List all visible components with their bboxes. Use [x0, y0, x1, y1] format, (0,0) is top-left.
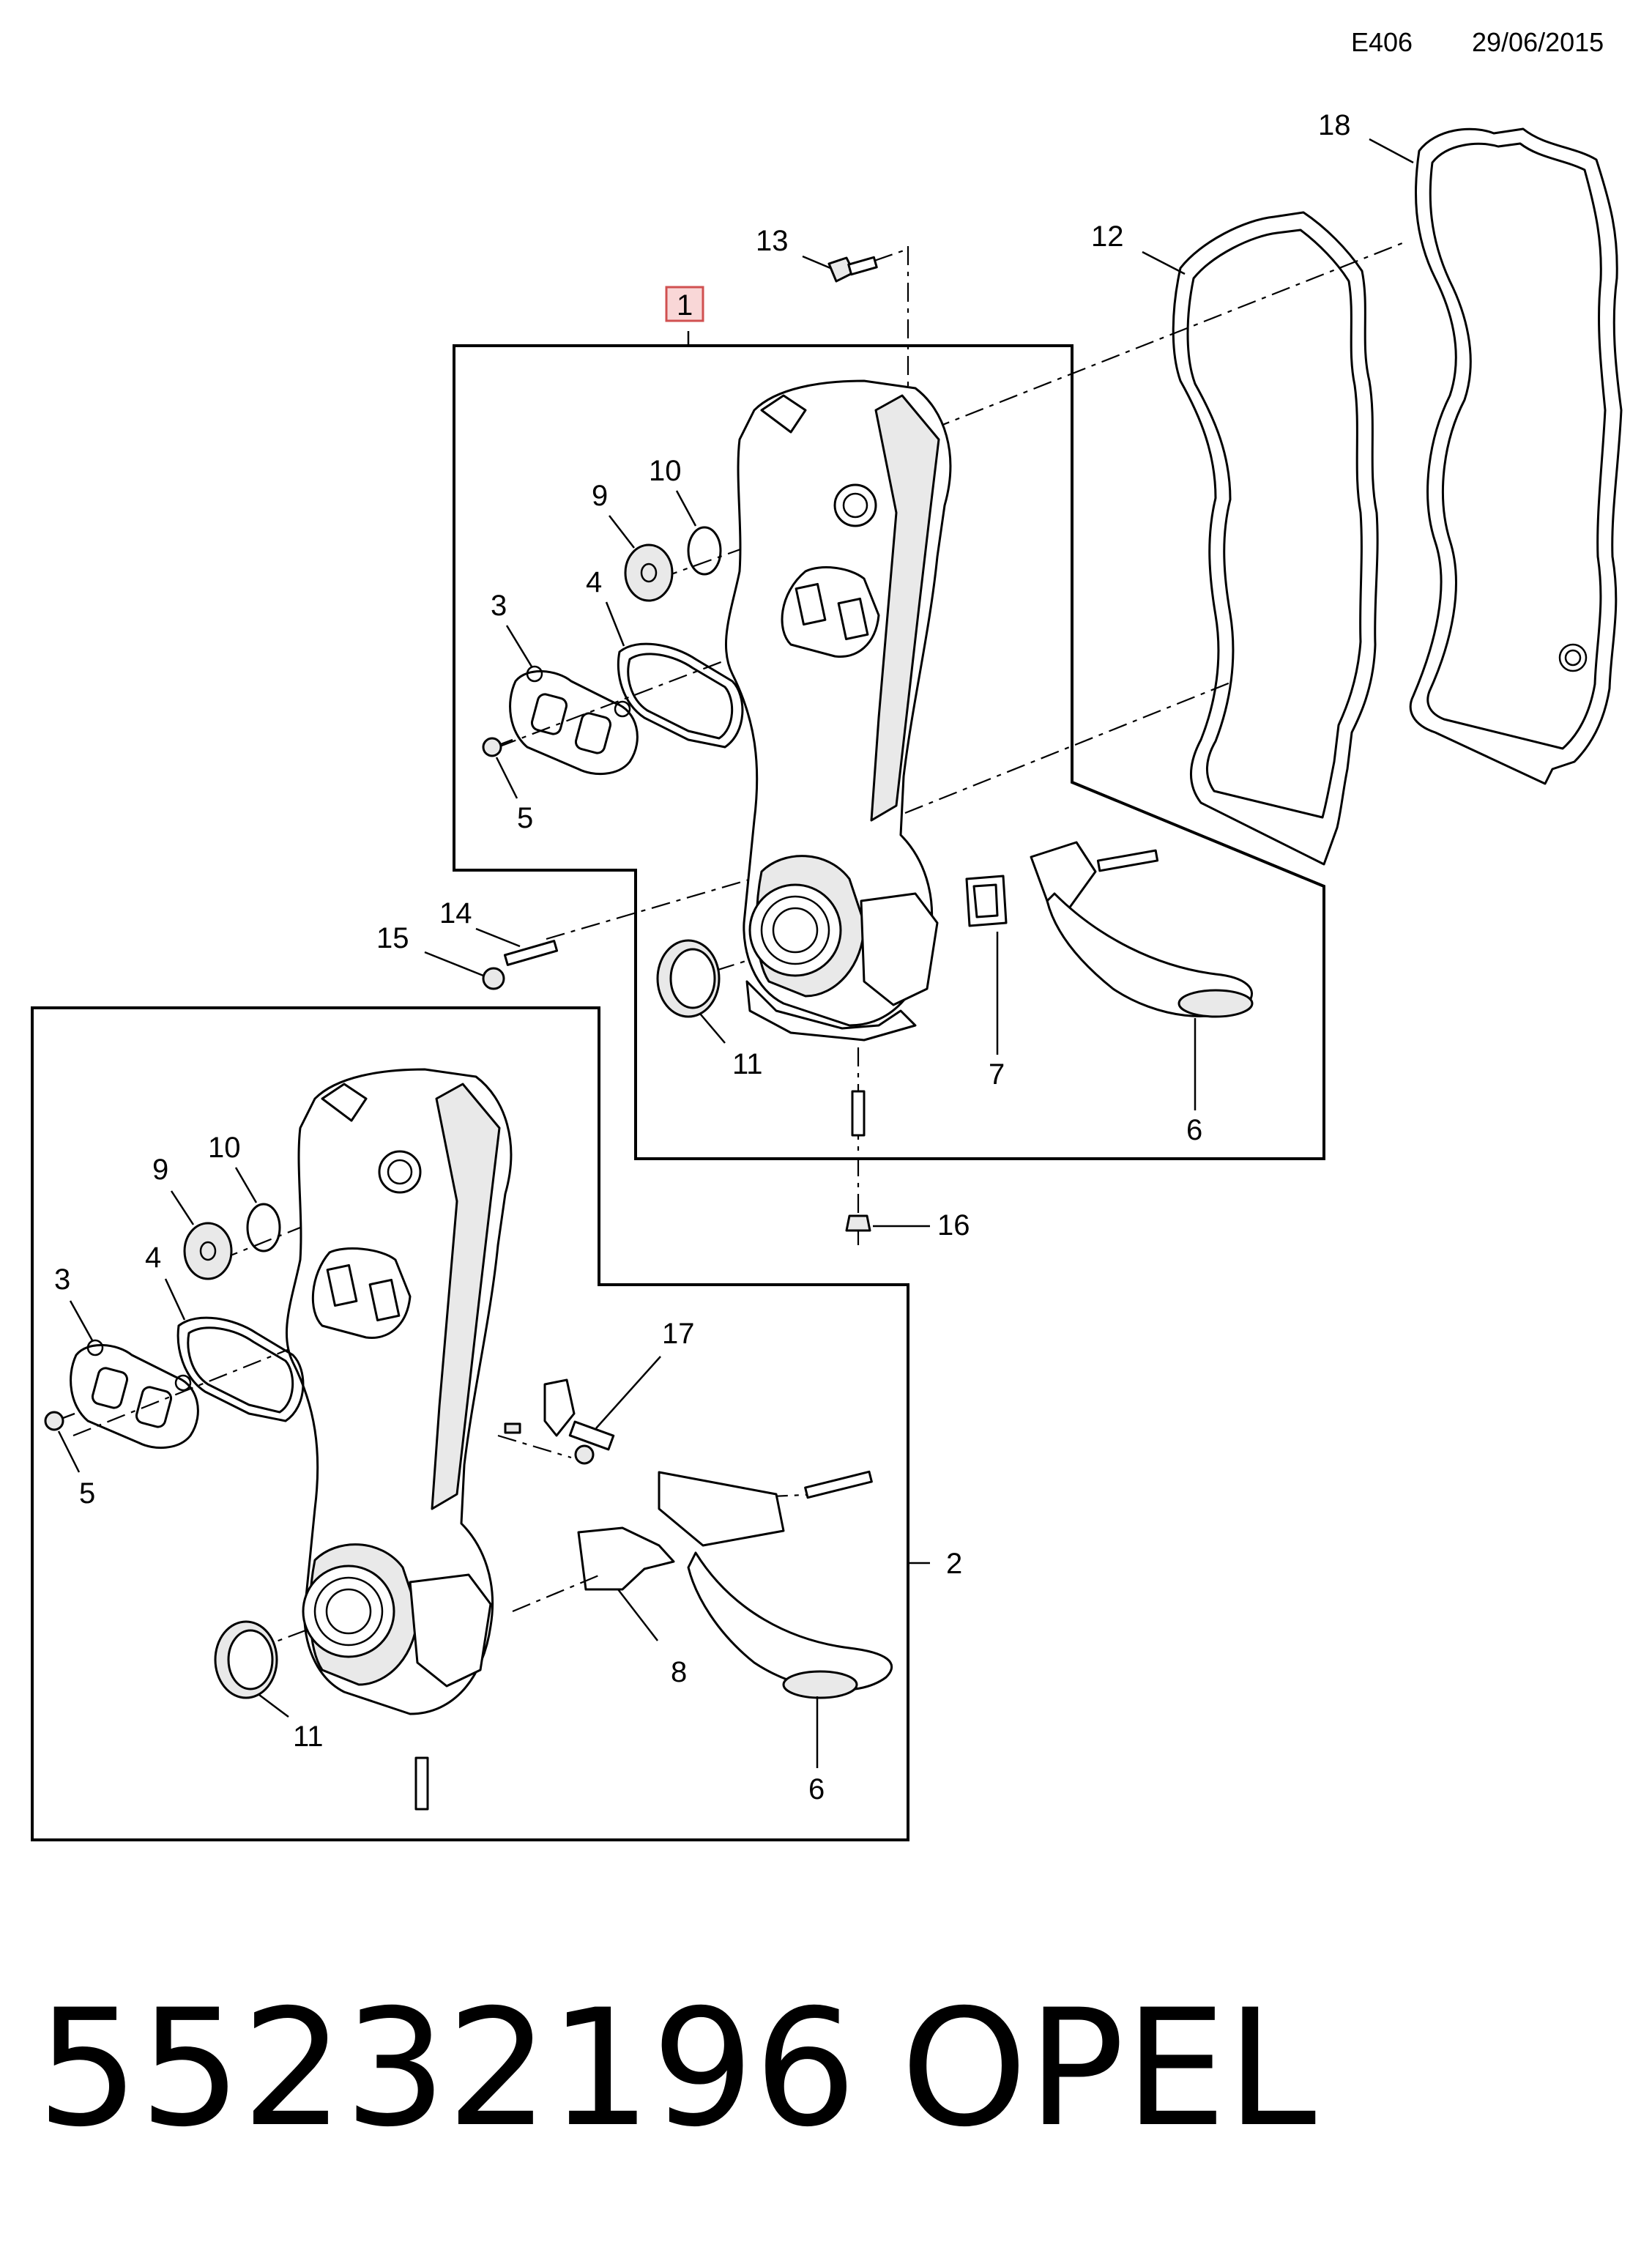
align-line: [497, 1434, 572, 1459]
gasket-4[interactable]: [617, 642, 744, 749]
callout-14: 14: [439, 897, 472, 929]
callout-6: 6: [808, 1773, 825, 1805]
callout-3: 3: [54, 1263, 70, 1296]
callout-18-leader: [1369, 138, 1414, 164]
align-line: [931, 240, 1407, 431]
diagram-date: 29/06/2015: [1472, 27, 1604, 57]
nut-16[interactable]: [845, 1214, 871, 1232]
callout-10: 10: [208, 1132, 241, 1164]
gasket-18[interactable]: [1409, 127, 1623, 785]
oil-pickup-6[interactable]: [658, 1470, 893, 1699]
timing-cover-housing-1[interactable]: [724, 379, 952, 1042]
callout-9: 9: [592, 480, 608, 512]
align-line: [546, 875, 762, 940]
sensor-17[interactable]: [504, 1378, 615, 1465]
align-line: [512, 1573, 601, 1613]
gasket-7[interactable]: [965, 875, 1008, 927]
gasket-plate-3[interactable]: [509, 665, 639, 776]
callout-11-leader: [699, 1013, 726, 1044]
stud: [414, 1756, 429, 1811]
callout-4-leader: [164, 1278, 186, 1321]
callout-6: 6: [1186, 1114, 1202, 1146]
callout-8-leader: [617, 1589, 658, 1641]
callout-4: 4: [586, 566, 602, 598]
timing-cover-housing-2[interactable]: [285, 1068, 513, 1715]
callout-4: 4: [145, 1241, 161, 1274]
callout-15-leader: [424, 951, 484, 977]
callout-17: 17: [662, 1318, 695, 1350]
cap-9[interactable]: [624, 543, 674, 602]
cap-9[interactable]: [183, 1222, 233, 1280]
stud-14[interactable]: [503, 940, 559, 966]
callout-3-leader: [69, 1300, 94, 1341]
group-1-frame: [453, 344, 1325, 1160]
callout-1-box[interactable]: 1: [665, 286, 704, 322]
callout-8: 8: [671, 1656, 687, 1688]
group-2-frame: [31, 1006, 909, 1841]
bolt-5[interactable]: [482, 737, 513, 757]
seal-11[interactable]: [214, 1620, 278, 1699]
callout-13-leader: [802, 255, 831, 270]
callout-16: 16: [937, 1209, 970, 1241]
callout-2: 2: [946, 1548, 962, 1580]
callout-10-leader: [675, 490, 697, 527]
callout-12: 12: [1091, 220, 1124, 253]
gasket-12[interactable]: [1172, 211, 1379, 866]
align-line: [874, 248, 909, 262]
gasket-8[interactable]: [577, 1526, 675, 1591]
stud: [851, 1090, 866, 1137]
brand-name: OPEL: [901, 1975, 1316, 2162]
callout-11: 11: [732, 1048, 763, 1080]
callout-14-leader: [475, 927, 521, 948]
callout-12-leader: [1142, 250, 1186, 275]
o-ring-10[interactable]: [687, 526, 722, 576]
callout-11: 11: [293, 1721, 324, 1753]
callout-10-leader: [234, 1167, 258, 1203]
callout-9-leader: [609, 515, 635, 549]
callout-5: 5: [79, 1477, 95, 1510]
callout-4-leader: [605, 601, 625, 647]
oil-pickup-6[interactable]: [1030, 841, 1254, 1018]
callout-3-leader: [505, 625, 533, 667]
o-ring-10[interactable]: [246, 1203, 281, 1252]
callout-3: 3: [491, 590, 507, 622]
bolt-13[interactable]: [827, 256, 878, 283]
align-line: [904, 681, 1231, 814]
callout-5: 5: [517, 802, 533, 834]
svg-text:1: 1: [677, 289, 693, 322]
callout-10: 10: [649, 455, 682, 487]
callout-17-leader: [595, 1356, 661, 1429]
callout-18: 18: [1318, 109, 1351, 141]
callout-15: 15: [376, 922, 409, 954]
bolt-5[interactable]: [44, 1411, 75, 1431]
diagram-code: E406: [1351, 27, 1413, 57]
callout-5-leader: [57, 1430, 81, 1473]
seal-11[interactable]: [656, 939, 721, 1018]
callout-11-leader: [258, 1694, 289, 1718]
part-number: 55232196: [37, 1975, 857, 2162]
callout-9-leader: [170, 1190, 195, 1225]
gasket-4[interactable]: [176, 1316, 305, 1422]
callout-7: 7: [989, 1058, 1005, 1091]
gasket-plate-3[interactable]: [70, 1339, 199, 1450]
callout-5-leader: [495, 757, 518, 799]
callout-9: 9: [152, 1154, 168, 1186]
callout-13: 13: [756, 225, 789, 257]
align-line: [219, 1617, 338, 1664]
nut-15[interactable]: [482, 967, 505, 990]
